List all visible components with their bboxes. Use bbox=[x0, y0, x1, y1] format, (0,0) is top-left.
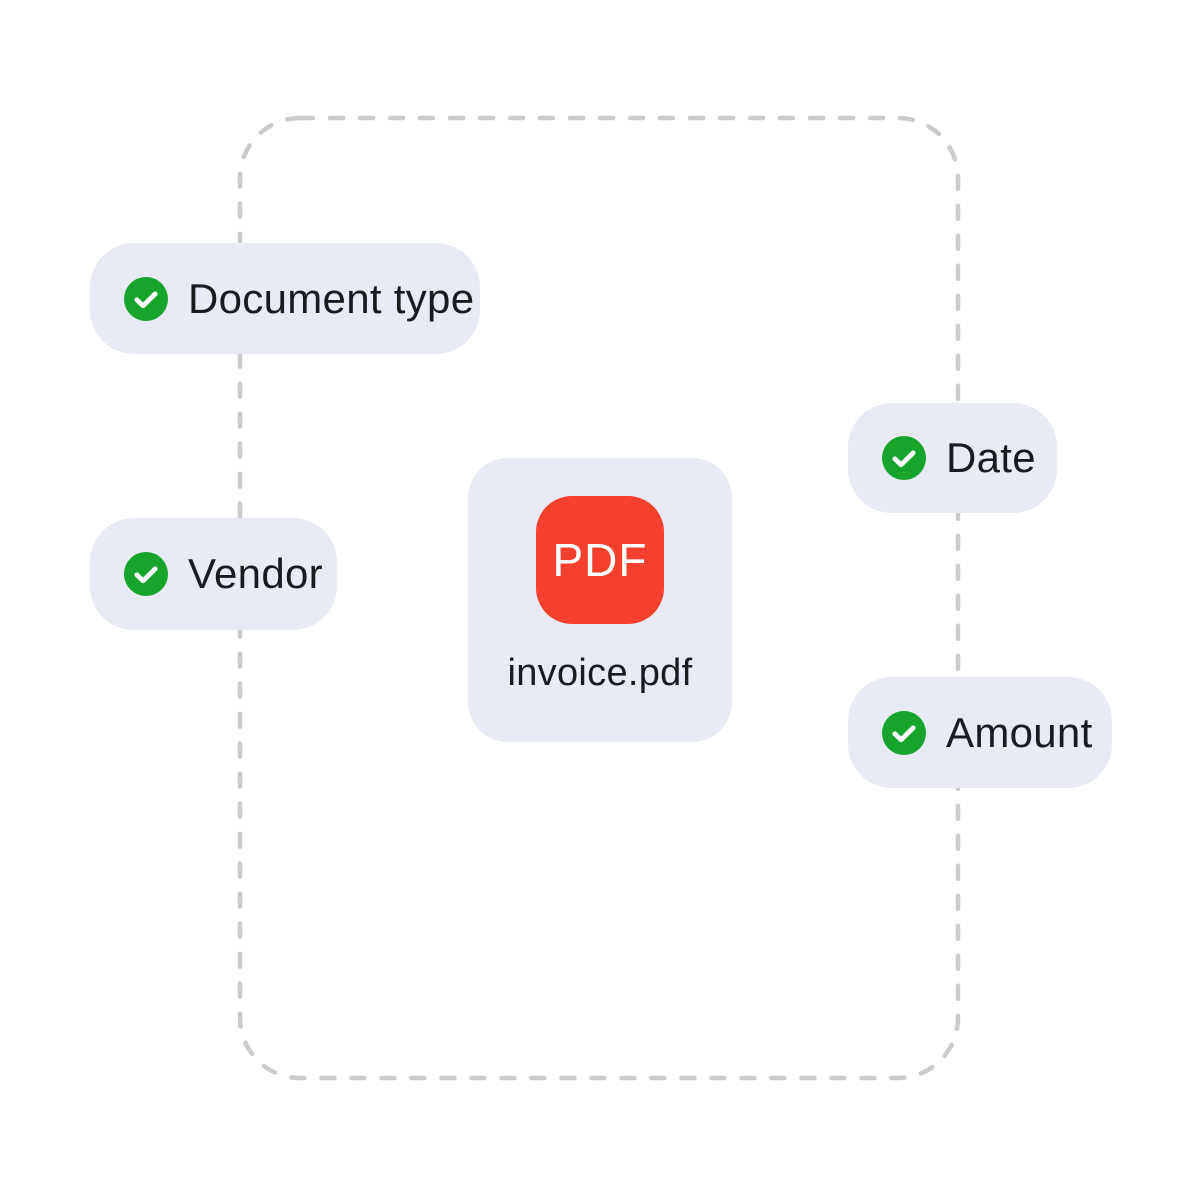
badge-label: Date bbox=[946, 434, 1036, 481]
pdf-file-icon: PDF bbox=[536, 496, 664, 624]
badge-label: Document type bbox=[188, 274, 475, 322]
badge-label: Vendor bbox=[188, 550, 323, 597]
pdf-file-icon-label: PDF bbox=[552, 534, 648, 586]
file-card[interactable]: PDF invoice.pdf bbox=[468, 458, 732, 742]
check-circle-icon bbox=[124, 552, 168, 596]
check-circle-icon bbox=[124, 276, 168, 321]
badge-label: Amount bbox=[946, 708, 1093, 756]
badge-document-type: Document type bbox=[90, 243, 480, 354]
badge-vendor: Vendor bbox=[90, 518, 337, 630]
check-circle-icon bbox=[882, 436, 926, 480]
badge-date: Date bbox=[848, 403, 1057, 513]
badge-amount: Amount bbox=[848, 677, 1112, 788]
check-circle-icon bbox=[882, 710, 926, 755]
file-name: invoice.pdf bbox=[507, 652, 693, 694]
